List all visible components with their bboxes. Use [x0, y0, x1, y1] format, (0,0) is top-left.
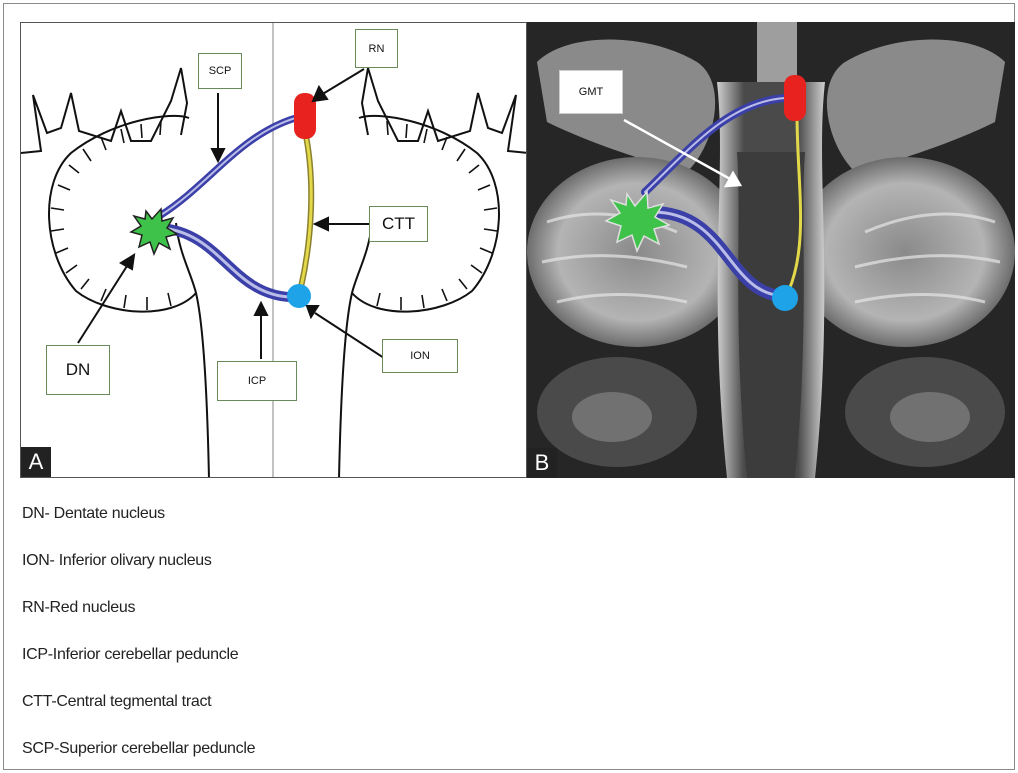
schematic-drawing	[21, 23, 527, 478]
inferior-olivary-nucleus	[287, 284, 311, 308]
label-scp: SCP	[198, 53, 242, 89]
left-hemisphere-outline	[49, 116, 196, 312]
label-arrows	[78, 69, 384, 359]
legend-item: ION- Inferior olivary nucleus	[22, 537, 662, 584]
icp-tract	[161, 228, 289, 297]
mri-inferior-olivary-nucleus	[772, 285, 798, 311]
panel-a-schematic: SCP RN CTT DN ICP ION A	[20, 22, 527, 478]
panel-b-mri: GMT B	[527, 22, 1015, 478]
left-cortex-outline	[21, 68, 187, 153]
panel-a-letter: A	[21, 447, 51, 477]
legend-item: CTT-Central tegmental tract	[22, 678, 662, 725]
label-ctt: CTT	[369, 206, 428, 242]
legend-item: SCP-Superior cerebellar peduncle	[22, 725, 662, 772]
legend-item: RN-Red nucleus	[22, 584, 662, 631]
panel-b-letter: B	[527, 448, 557, 478]
dentate-nucleus	[131, 209, 177, 254]
legend-item: ICP-Inferior cerebellar peduncle	[22, 631, 662, 678]
label-gmt: GMT	[559, 70, 623, 114]
label-dn: DN	[46, 345, 110, 395]
label-ion: ION	[382, 339, 458, 373]
legend-item: DN- Dentate nucleus	[22, 490, 662, 537]
ctt-tract	[301, 131, 311, 287]
label-icp: ICP	[217, 361, 297, 401]
right-brainstem-outline	[339, 293, 352, 478]
mri-red-nucleus	[784, 75, 806, 121]
left-brainstem-outline	[196, 293, 209, 478]
abbreviation-legend: DN- Dentate nucleus ION- Inferior olivar…	[22, 490, 662, 772]
label-rn: RN	[355, 29, 398, 68]
right-cortex-outline	[362, 68, 527, 153]
